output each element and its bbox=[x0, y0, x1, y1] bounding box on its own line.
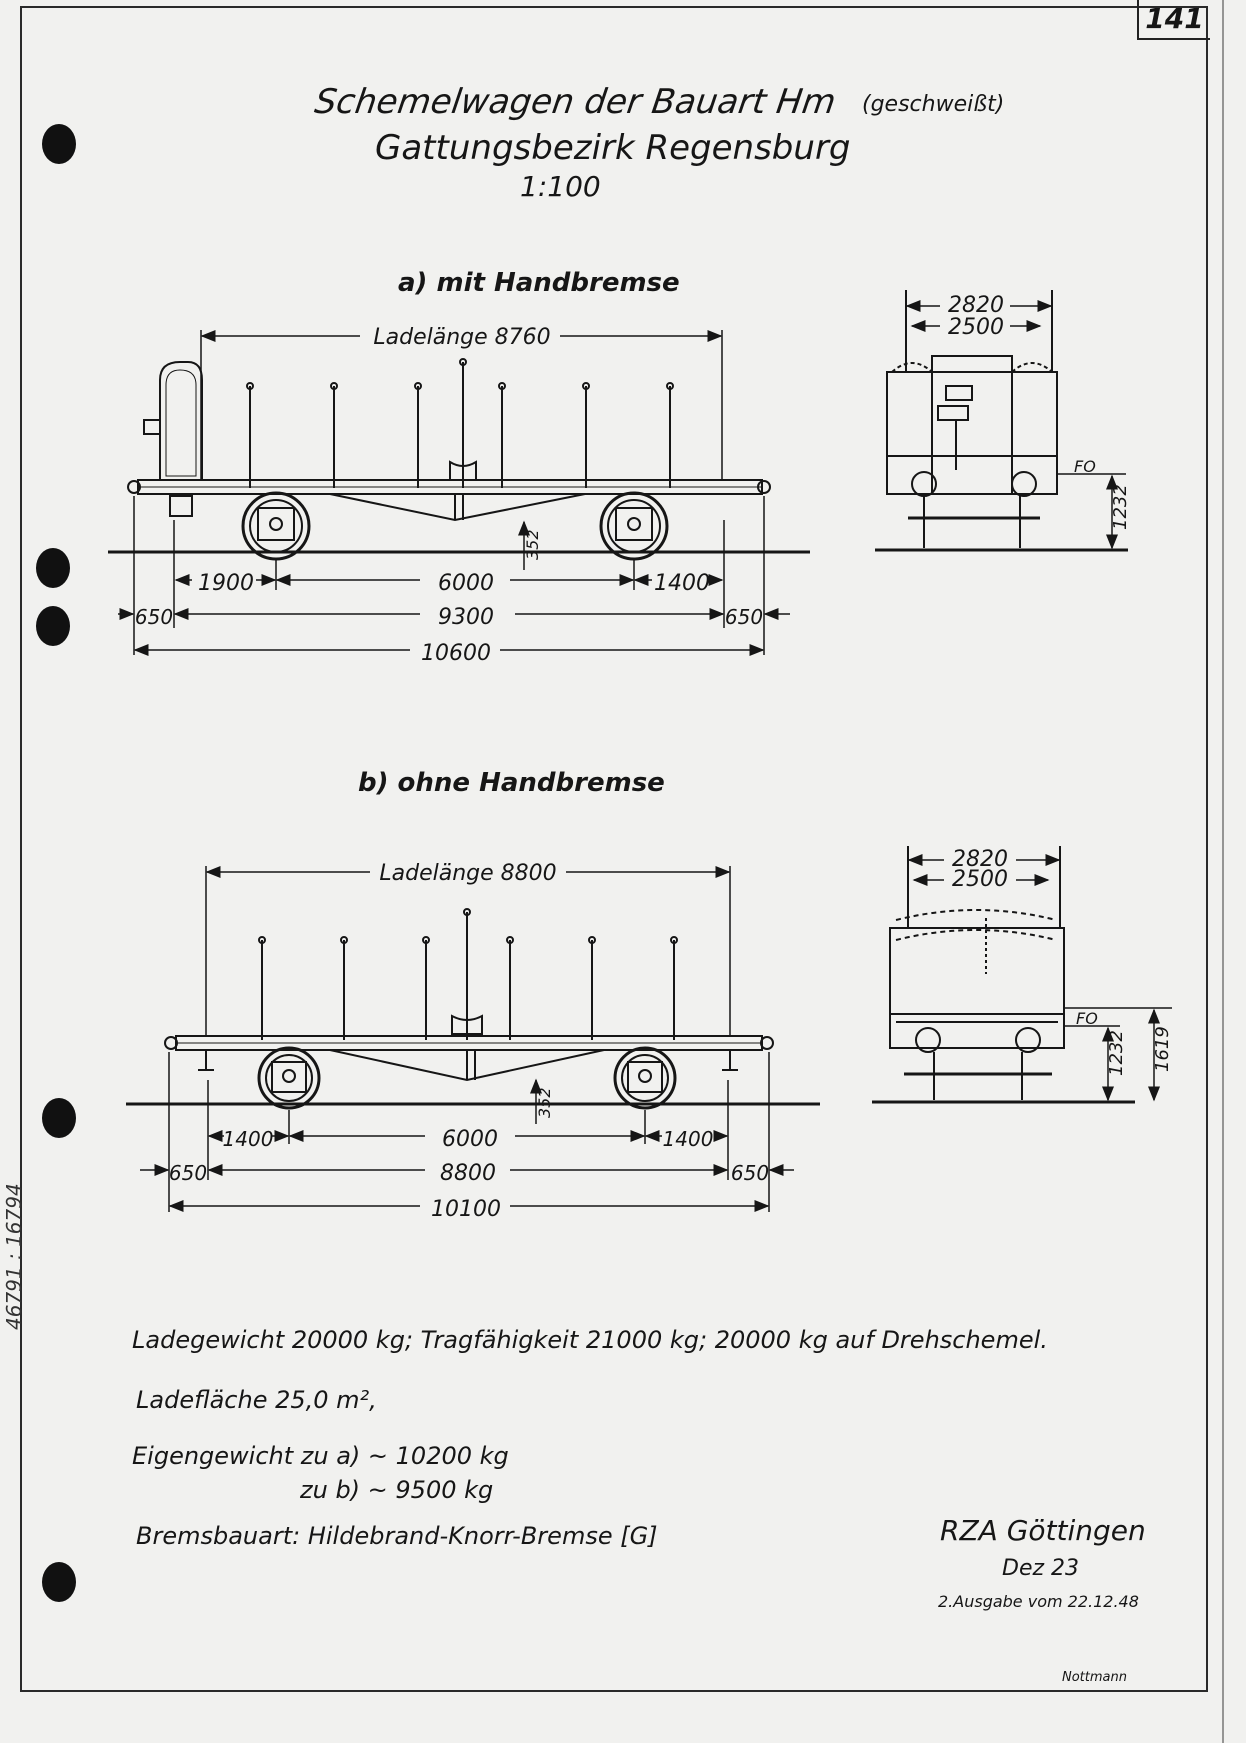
punch-hole bbox=[42, 124, 76, 164]
truss-rod bbox=[329, 493, 586, 522]
sheet-edge bbox=[1222, 0, 1224, 1743]
end-width-inner: 2500 bbox=[948, 315, 1004, 340]
signed-by: Nottmann bbox=[1062, 1670, 1127, 1685]
dim-wheelbase: 6000 bbox=[442, 1127, 498, 1152]
dim-total-length: 10600 bbox=[421, 641, 491, 666]
dim-total-length: 10100 bbox=[431, 1197, 501, 1222]
variant-b-dimensions bbox=[140, 866, 794, 1212]
wheel bbox=[599, 491, 669, 561]
dim-frame-length: 8800 bbox=[440, 1161, 496, 1186]
stakes bbox=[246, 358, 674, 488]
variant-a-end-view bbox=[875, 290, 1128, 552]
dim-right-offset: 1400 bbox=[663, 1127, 714, 1151]
buffer bbox=[760, 1036, 774, 1050]
variant-b-end-view bbox=[872, 846, 1172, 1104]
end-width-inner: 2500 bbox=[952, 867, 1008, 892]
dim-left-offset: 1400 bbox=[223, 1127, 274, 1151]
end-width-outer: 2820 bbox=[952, 847, 1008, 872]
department: Dez 23 bbox=[1002, 1556, 1080, 1581]
variant-a-heading: a) mit Handbremse bbox=[398, 268, 680, 298]
title-note: (geschweißt) bbox=[862, 92, 1005, 117]
load-length-label: Ladelänge 8760 bbox=[373, 325, 550, 350]
buffer bbox=[127, 480, 141, 494]
dim-left-offset: 1900 bbox=[198, 571, 254, 596]
dim-overhang-right: 650 bbox=[731, 1161, 769, 1185]
dim-overhang-right: 650 bbox=[725, 605, 763, 629]
page-number: 141 bbox=[1137, 0, 1210, 40]
load-length-label: Ladelänge 8800 bbox=[379, 861, 556, 886]
dim-overhang-left: 650 bbox=[135, 605, 173, 629]
spec-tare-weight-a: Eigengewicht zu a) ~ 10200 kg bbox=[132, 1442, 509, 1470]
dim-right-offset: 1400 bbox=[654, 571, 710, 596]
variant-b-side-view bbox=[126, 908, 820, 1110]
top-height: 1619 bbox=[1152, 1026, 1173, 1072]
edition-note: 2.Ausgabe vom 22.12.48 bbox=[938, 1592, 1139, 1611]
dim-overhang-left: 650 bbox=[169, 1161, 207, 1185]
buffer bbox=[757, 480, 771, 494]
dim-frame-length: 9300 bbox=[438, 605, 494, 630]
sheet-frame bbox=[20, 6, 1208, 1692]
variant-a-side-view bbox=[108, 358, 810, 561]
punch-hole bbox=[36, 548, 70, 588]
end-width-outer: 2820 bbox=[948, 293, 1004, 318]
floor-height: 1232 bbox=[1106, 1030, 1127, 1076]
punch-hole bbox=[42, 1562, 76, 1602]
punch-hole bbox=[36, 606, 70, 646]
stakes bbox=[258, 908, 678, 1040]
dim-wheelbase: 6000 bbox=[438, 571, 494, 596]
spec-tare-weight-b: zu b) ~ 9500 kg bbox=[300, 1476, 494, 1504]
floor-height: 1232 bbox=[1110, 484, 1131, 530]
drawing-subtitle: Gattungsbezirk Regensburg bbox=[375, 128, 851, 168]
spec-load-weight: Ladegewicht 20000 kg; Tragfähigkeit 2100… bbox=[132, 1326, 1048, 1354]
dim-truss-drop: 352 bbox=[535, 1087, 554, 1118]
variant-b-heading: b) ohne Handbremse bbox=[358, 768, 665, 798]
dim-truss-drop: 352 bbox=[523, 529, 542, 560]
variant-a-dimensions bbox=[118, 330, 790, 656]
spec-brake-type: Bremsbauart: Hildebrand-Knorr-Bremse [G] bbox=[136, 1522, 658, 1550]
spec-load-area: Ladefläche 25,0 m², bbox=[136, 1386, 377, 1414]
floor-label: FO bbox=[1076, 1009, 1098, 1028]
wheel bbox=[613, 1046, 677, 1110]
wheel bbox=[257, 1046, 321, 1110]
buffer bbox=[164, 1036, 178, 1050]
margin-stamp: 46791 : 16794 bbox=[2, 1183, 26, 1330]
punch-hole bbox=[42, 1098, 76, 1138]
wheel bbox=[241, 491, 311, 561]
drawing-scale: 1:100 bbox=[520, 170, 601, 203]
floor-label: FO bbox=[1074, 457, 1096, 476]
brake-cabin bbox=[159, 361, 203, 481]
office-name: RZA Göttingen bbox=[940, 1514, 1146, 1547]
